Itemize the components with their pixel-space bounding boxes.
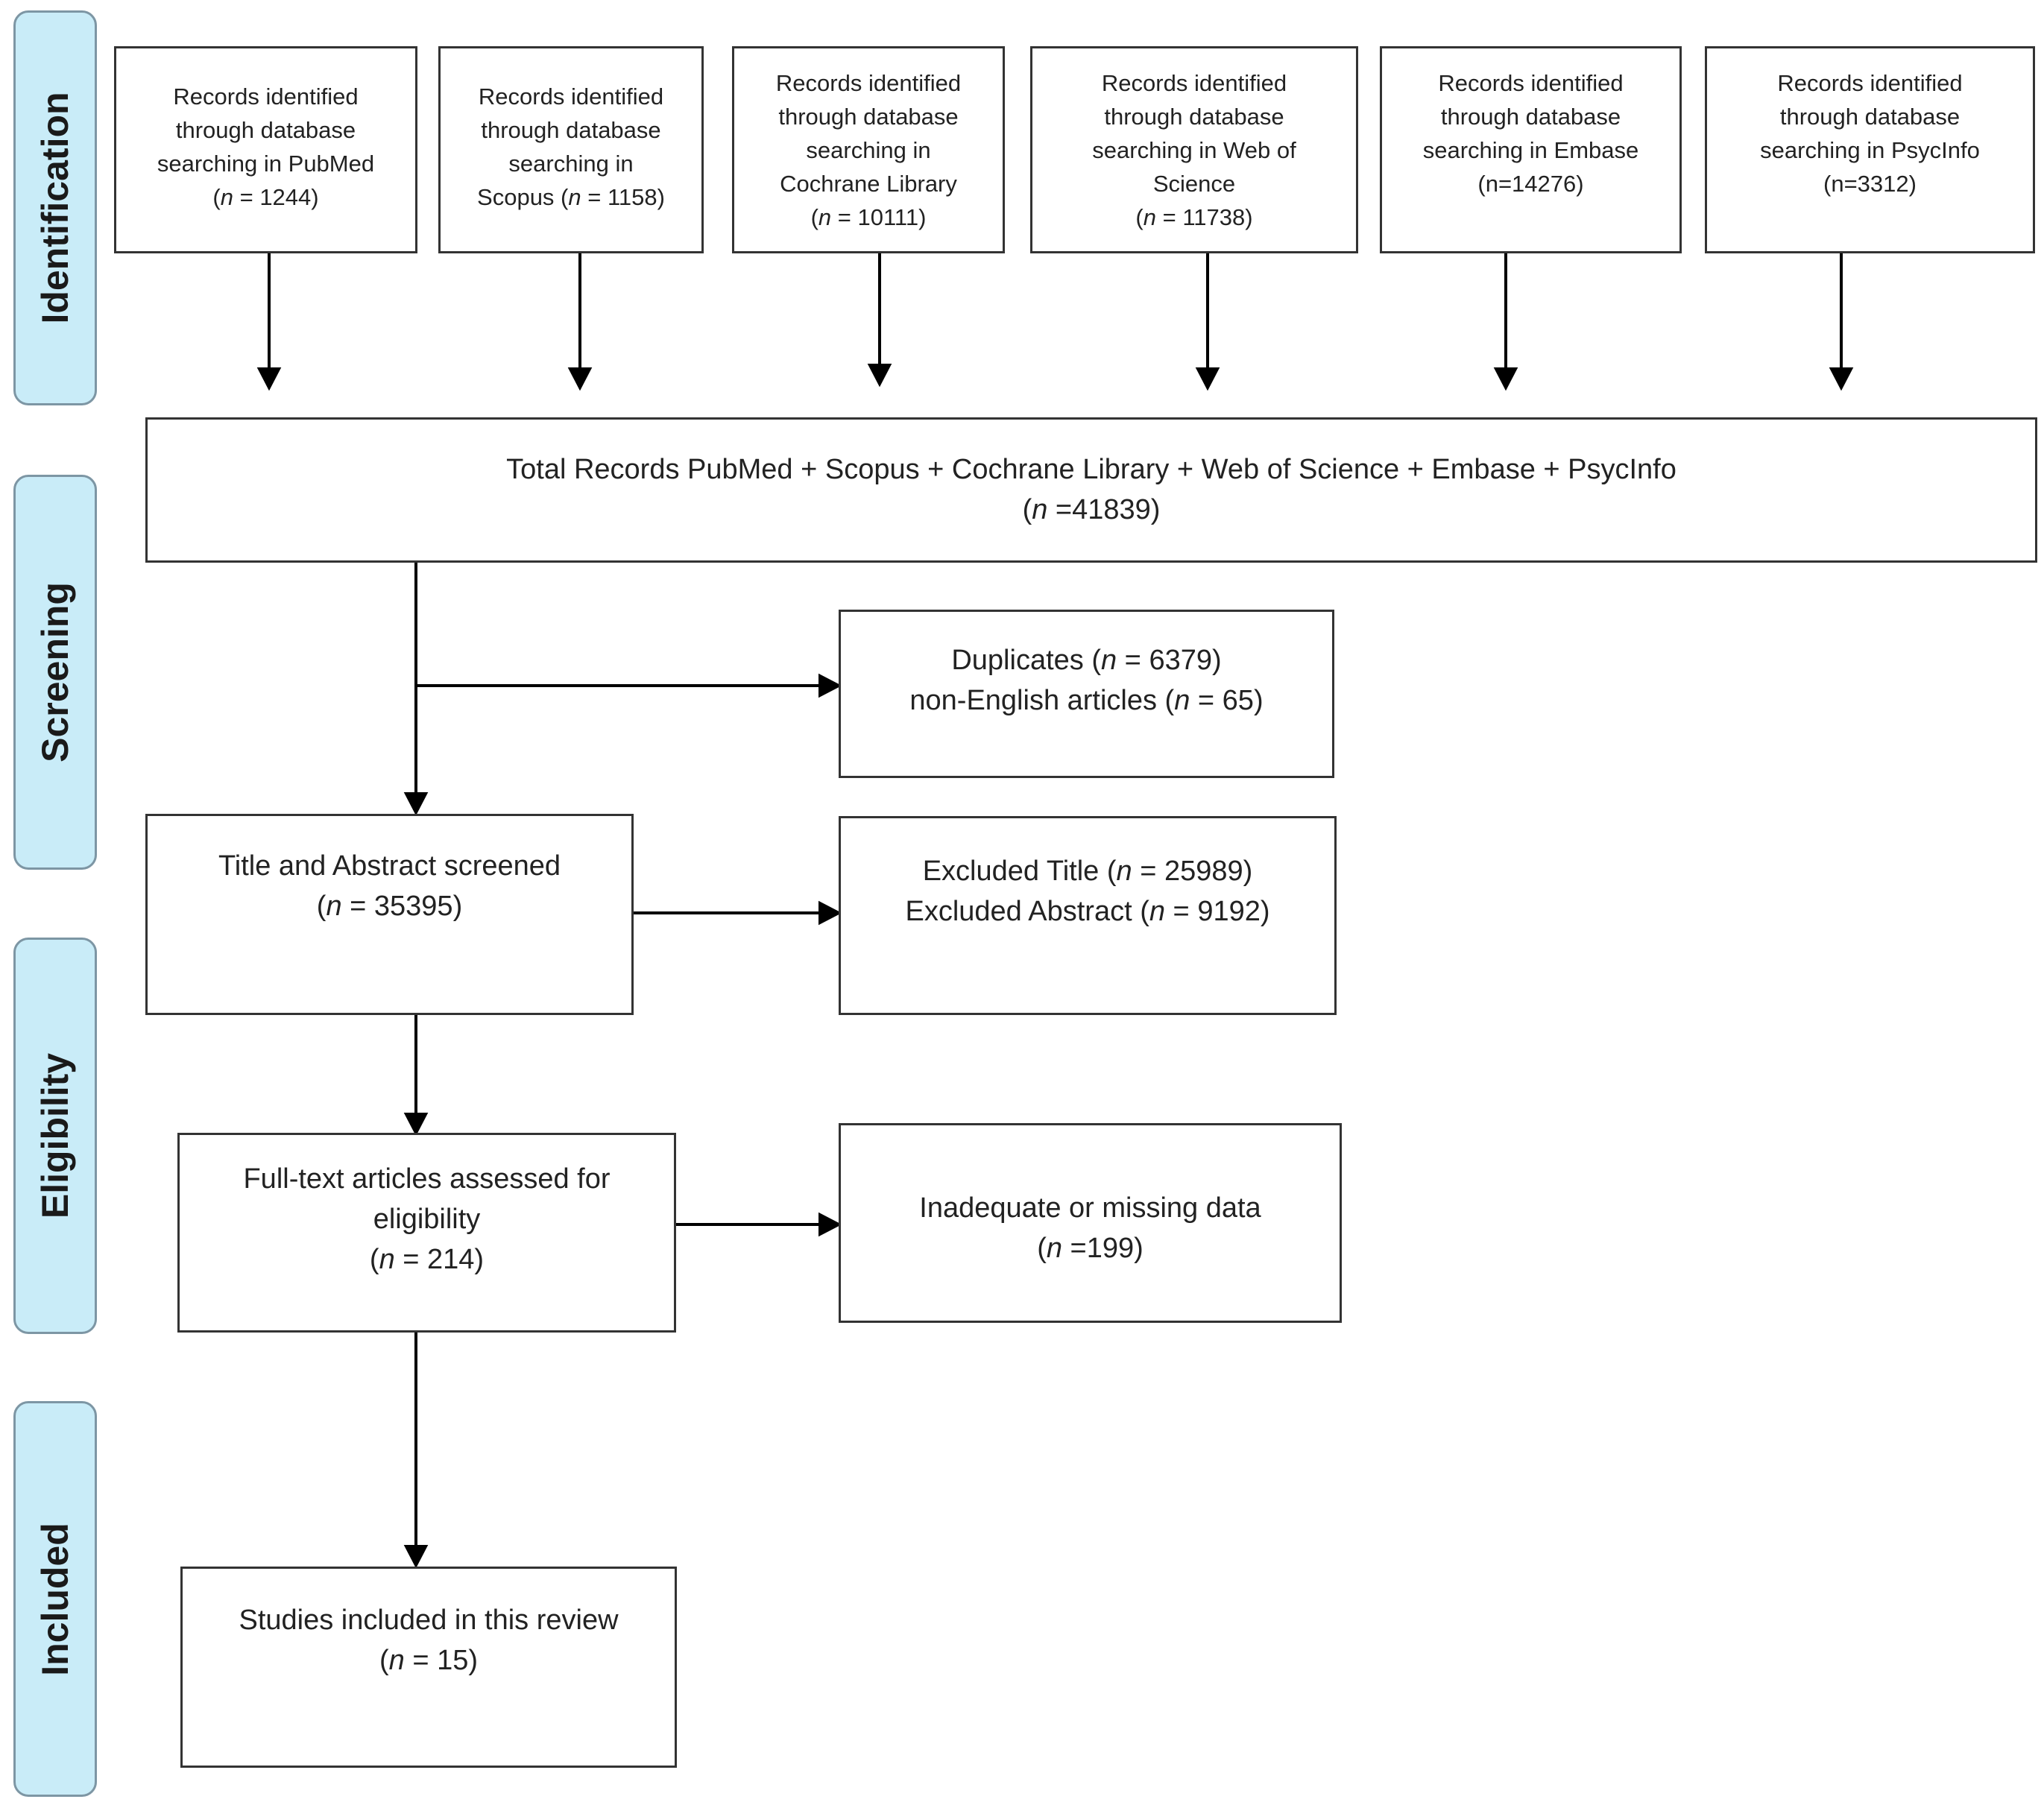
arrowhead-fulltext [403,1113,429,1137]
source-text: Records identified through database sear… [775,70,962,197]
fulltext-box: Full-text articles assessed for eligibil… [177,1133,676,1333]
source-count: (n=14276) [1477,171,1584,197]
arrowhead-scopus [567,367,593,391]
arrowhead-screened [403,792,429,816]
included-box: Studies included in this review (n = 15) [180,1567,677,1768]
source-box-pubmed: Records identified through database sear… [114,46,417,253]
excluded-box: Excluded Title (n = 25989) Excluded Abst… [839,816,1337,1015]
stage-included: Included [13,1401,97,1797]
stage-screening: Screening [13,475,97,870]
total-records-count: (n =41839) [1022,494,1161,525]
included-count: (n = 15) [379,1645,479,1676]
arrowhead-inadequate [818,1212,842,1237]
arrowhead-included [403,1545,429,1569]
screened-label: Title and Abstract screened [218,850,561,882]
source-count: (n=3312) [1823,171,1917,197]
source-count: (n = 1244) [212,184,319,210]
screened-box: Title and Abstract screened (n = 35395) [145,814,634,1015]
removed-records-box: Duplicates (n = 6379) non-English articl… [839,610,1334,778]
source-text: Records identified through database sear… [1092,70,1296,197]
arrowhead-psycinfo [1829,367,1854,391]
non-english-text: non-English articles (n = 65) [909,685,1264,716]
screened-count: (n = 35395) [316,891,463,922]
stage-identification: Identification [13,10,97,405]
inadequate-label: Inadequate or missing data [919,1192,1261,1224]
arrowhead-cochrane [867,364,892,388]
source-text: Records identified through database sear… [1760,70,1980,163]
arrowhead-excluded [818,900,842,926]
source-text: Records identified through database sear… [157,83,375,177]
source-box-scopus: Records identified through database sear… [438,46,704,253]
arrowhead-wos [1195,367,1220,391]
total-records-text: Total Records PubMed + Scopus + Cochrane… [506,454,1676,485]
excluded-abstract-text: Excluded Abstract (n = 9192) [905,896,1270,927]
source-box-psycinfo: Records identified through database sear… [1705,46,2035,253]
fulltext-line1: Full-text articles assessed for [243,1163,611,1195]
source-count: (n = 10111) [810,204,927,230]
fulltext-line2: eligibility [373,1204,481,1235]
source-count: (n = 11738) [1135,204,1253,230]
inadequate-count: (n =199) [1037,1233,1144,1264]
stage-eligibility: Eligibility [13,938,97,1334]
source-text: Records identified through database sear… [477,83,664,210]
duplicates-text: Duplicates (n = 6379) [951,645,1222,676]
included-label: Studies included in this review [239,1605,619,1636]
source-text: Records identified through database sear… [1422,70,1639,163]
total-records-box: Total Records PubMed + Scopus + Cochrane… [145,417,2037,563]
source-box-web-of-science: Records identified through database sear… [1030,46,1358,253]
source-box-embase: Records identified through database sear… [1380,46,1682,253]
arrowhead-embase [1493,367,1518,391]
excluded-title-text: Excluded Title (n = 25989) [922,856,1253,887]
inadequate-box: Inadequate or missing data (n =199) [839,1123,1342,1323]
fulltext-count: (n = 214) [369,1244,485,1275]
arrowhead-duplicates [818,673,842,698]
arrowhead-pubmed [256,367,282,391]
source-box-cochrane: Records identified through database sear… [732,46,1005,253]
